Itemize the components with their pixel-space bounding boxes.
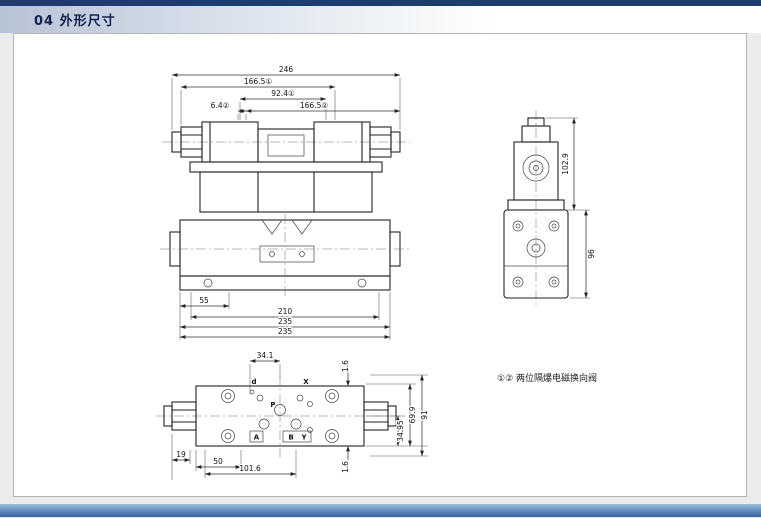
front-view: 246 166.5① 92.4① 6.4② 166.5② 55 210 [160, 64, 410, 340]
front-bottom-dimension-lines [180, 304, 390, 339]
dim-166-5-circ2: 166.5② [300, 101, 328, 110]
top-dimension-lines [172, 359, 424, 476]
bottom-blue-bar [0, 504, 761, 517]
side-view: 102.9 96 [503, 110, 597, 306]
side-valve-body [503, 209, 569, 299]
dim-34-1: 34.1 [257, 351, 274, 360]
port-label-a: A [254, 434, 260, 442]
dim-34-95: 34.95 [396, 420, 405, 442]
port-box-a [249, 430, 264, 443]
dim-91: 91 [420, 410, 429, 420]
top-navy-bar [0, 0, 761, 6]
top-mounting-holes [221, 389, 339, 443]
front-top-extension-lines [171, 78, 401, 130]
top-extension-lines [171, 364, 428, 480]
dim-235-upper: 235 [278, 317, 293, 326]
dim-166-5-circ1: 166.5① [244, 77, 272, 86]
dim-1-6-bottom: 1.6 [341, 461, 350, 473]
drawing-panel: 246 166.5① 92.4① 6.4② 166.5② 55 210 [13, 33, 747, 497]
front-solenoid-assembly [171, 121, 401, 163]
dim-210: 210 [278, 307, 293, 316]
dim-235-lower: 235 [278, 327, 293, 336]
dim-55: 55 [199, 296, 209, 305]
port-label-b: B [288, 434, 293, 442]
dim-50: 50 [213, 457, 223, 466]
dim-101-6: 101.6 [239, 464, 261, 473]
dim-1-6-top: 1.6 [341, 360, 350, 372]
dim-102-9: 102.9 [561, 153, 570, 175]
port-label-p: P [270, 401, 275, 409]
page-title: 04 外形尺寸 [34, 10, 116, 29]
dim-19: 19 [176, 450, 186, 459]
dim-246: 246 [279, 65, 294, 74]
port-label-d: d [251, 378, 256, 386]
port-label-y: Y [300, 434, 307, 442]
top-port-pattern [249, 389, 313, 433]
section-number: 04 [34, 14, 55, 29]
top-view: d X P A B Y [156, 350, 430, 480]
dim-92-4-circ1: 92.4① [271, 89, 295, 98]
dimension-drawing: 246 166.5① 92.4① 6.4② 166.5② 55 210 [156, 64, 597, 480]
side-dimension-lines [572, 118, 588, 298]
front-top-dimension-lines [172, 73, 400, 113]
section-header: 04 外形尺寸 [0, 6, 761, 33]
dim-6-4-circ2: 6.4② [211, 101, 230, 110]
side-screw-holes [512, 220, 560, 288]
section-title: 外形尺寸 [59, 14, 116, 29]
legend-note: ①② 两位隔爆电磁换向阀 [497, 374, 597, 384]
port-label-x: X [303, 378, 309, 386]
dim-69-9: 69.9 [408, 406, 417, 423]
front-valve-body [189, 161, 383, 213]
side-solenoid [507, 117, 565, 211]
port-box-by [282, 430, 312, 443]
top-body-outline [163, 385, 397, 447]
dim-96: 96 [587, 249, 596, 259]
